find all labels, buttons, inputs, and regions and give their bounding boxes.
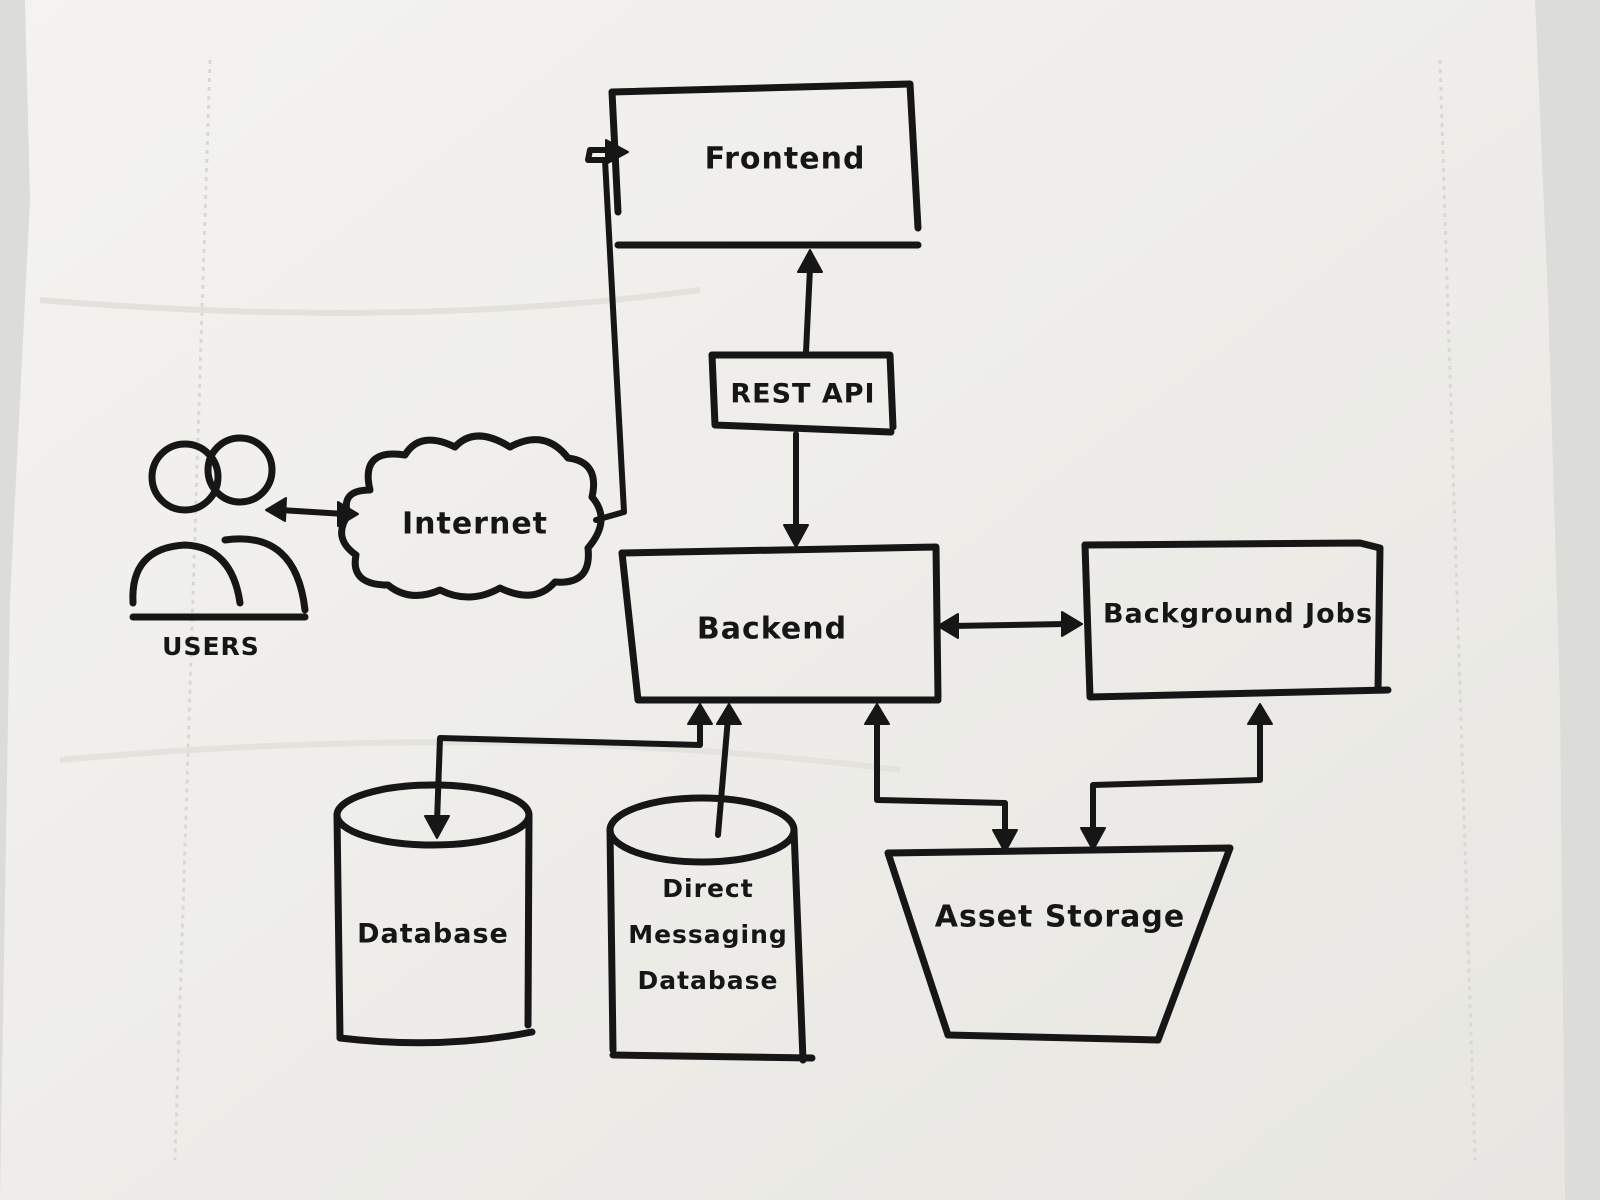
backend-node: Backend bbox=[618, 543, 942, 704]
asset-storage-node: Asset Storage bbox=[884, 844, 1234, 1044]
background-jobs-label: Background Jobs bbox=[1103, 599, 1373, 630]
rest-api-node: REST API bbox=[708, 351, 897, 436]
database-label: Database bbox=[357, 919, 509, 950]
background-jobs-node: Background Jobs bbox=[1081, 539, 1392, 701]
users-icon bbox=[129, 434, 309, 621]
edge-backgroundjobs-assetstorage bbox=[1080, 703, 1273, 851]
backend-label: Backend bbox=[697, 612, 847, 647]
dm-database-node: Direct Messaging Database bbox=[606, 794, 816, 1064]
asset-storage-label: Asset Storage bbox=[935, 900, 1185, 935]
edge-backend-dmdatabase bbox=[715, 703, 742, 838]
users-label: USERS bbox=[162, 632, 260, 661]
edge-backend-assetstorage bbox=[864, 703, 1018, 853]
edge-users-internet bbox=[265, 497, 359, 527]
edge-backend-backgroundjobs bbox=[937, 611, 1083, 639]
database-node: Database bbox=[333, 781, 536, 1047]
dm-database-label-line2: Messaging bbox=[628, 920, 788, 949]
internet-label: Internet bbox=[402, 507, 548, 542]
edge-restapi-backend bbox=[783, 431, 809, 548]
edge-restapi-frontend bbox=[797, 249, 823, 355]
dm-database-label-line3: Database bbox=[637, 966, 778, 995]
rest-api-label: REST API bbox=[730, 379, 875, 410]
edge-backend-database bbox=[424, 703, 713, 839]
dm-database-label-line1: Direct bbox=[662, 874, 753, 903]
edge-internet-frontend bbox=[585, 139, 629, 523]
internet-cloud: Internet bbox=[338, 432, 605, 601]
frontend-node: Frontend bbox=[608, 80, 922, 249]
frontend-label: Frontend bbox=[705, 142, 866, 177]
